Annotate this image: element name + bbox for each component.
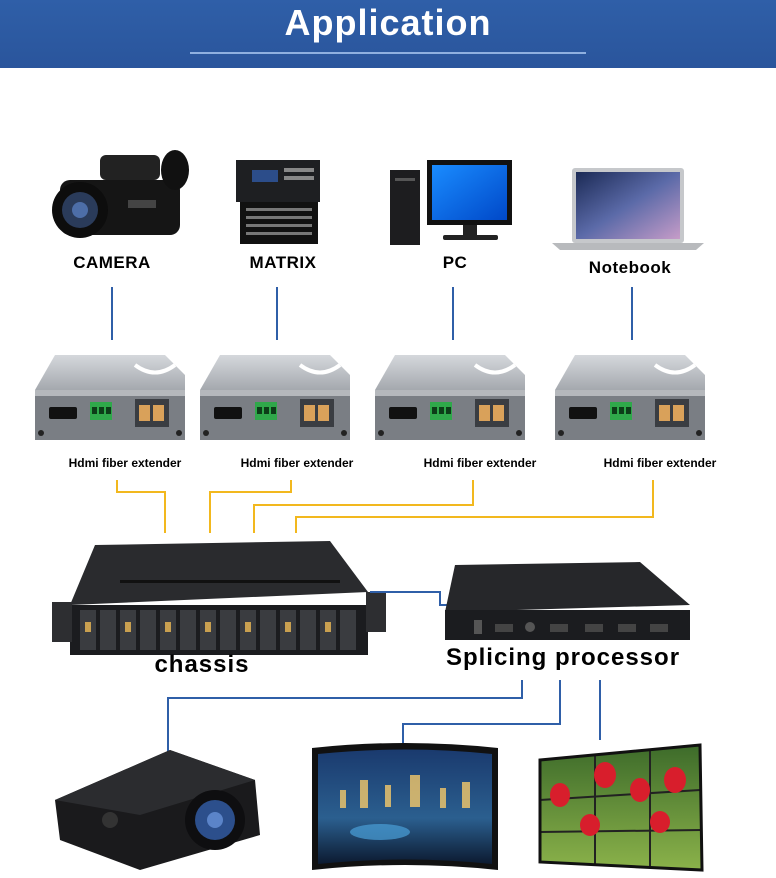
source-label-camera: CAMERA xyxy=(73,253,151,272)
laptop-icon xyxy=(552,168,704,250)
fiber-extender-2 xyxy=(198,353,352,442)
extender-label-1: Hdmi fiber extender xyxy=(68,456,182,470)
fiber-extender-3 xyxy=(373,353,527,442)
splicing-processor-label: Splicing processor xyxy=(445,644,681,671)
splicing-processor-icon xyxy=(445,562,690,640)
source-label-matrix: MATRIX xyxy=(249,253,317,272)
chassis-icon xyxy=(52,541,386,655)
header-banner: Application xyxy=(0,0,776,68)
source-label-notebook: Notebook xyxy=(588,258,672,277)
chassis-processor-link xyxy=(370,591,450,606)
camera-icon xyxy=(52,150,189,238)
curved-display-icon xyxy=(312,743,498,870)
output-link-lines xyxy=(167,680,601,752)
source-link-lines xyxy=(111,287,633,340)
header-rule xyxy=(190,52,586,54)
projector-icon xyxy=(55,750,260,870)
video-wall-icon xyxy=(538,743,704,872)
fiber-extender-1 xyxy=(33,353,187,442)
page-title: Application xyxy=(284,2,492,43)
extender-label-2: Hdmi fiber extender xyxy=(240,456,354,470)
pc-icon xyxy=(390,160,512,245)
extender-label-4: Hdmi fiber extender xyxy=(603,456,717,470)
fiber-extender-4 xyxy=(553,353,707,442)
extender-label-3: Hdmi fiber extender xyxy=(423,456,537,470)
matrix-switcher-icon xyxy=(236,160,320,244)
fiber-link-lines xyxy=(116,480,654,533)
source-label-pc: PC xyxy=(442,253,468,272)
chassis-label: chassis xyxy=(154,651,250,678)
